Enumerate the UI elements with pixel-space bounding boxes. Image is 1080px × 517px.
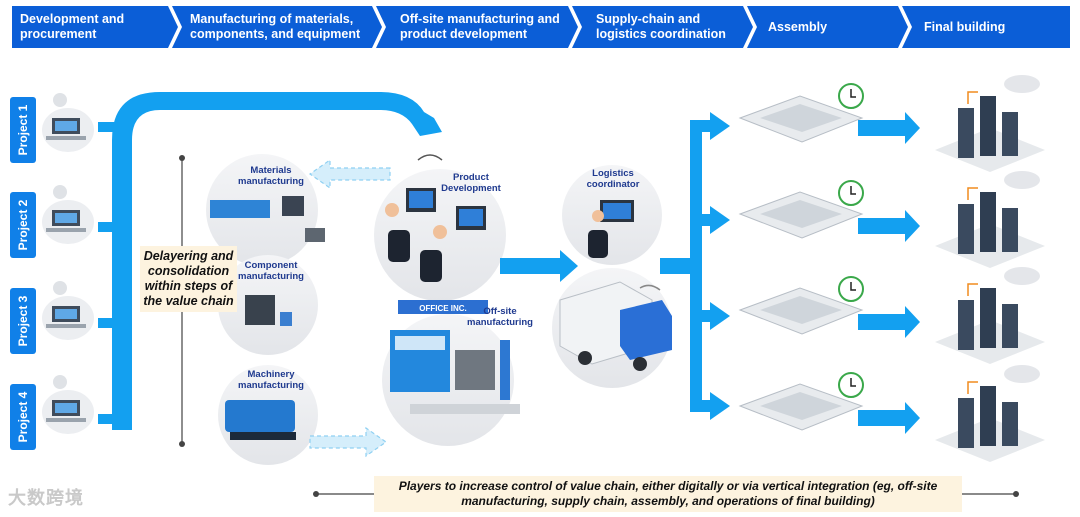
project-tab-2: Project 2 <box>10 192 36 258</box>
header-chevrons <box>12 6 1070 48</box>
value-chain-diagram: OFFICE INC. <box>42 75 1045 497</box>
header-step-5: Assembly <box>768 20 828 34</box>
header-chevron-4 <box>572 6 753 48</box>
assembly-sites <box>738 83 920 434</box>
delayering-callout: Delayering and consolidation within step… <box>140 246 237 312</box>
materials-label: Materials manufacturing <box>238 165 304 187</box>
watermark: 大数跨境 <box>8 488 84 508</box>
project-tab-4: Project 4 <box>10 384 36 450</box>
project-tab-3: Project 3 <box>10 288 36 354</box>
final-building-4 <box>935 365 1045 462</box>
header-step-6: Final building <box>924 20 1006 34</box>
delivery-truck <box>559 281 672 371</box>
machinery-label: Machinery manufacturing <box>238 369 304 391</box>
value-chain-header: Development and procurement Manufacturin… <box>0 0 1080 50</box>
project-label-2: Project 2 <box>16 199 30 251</box>
project-label-4: Project 4 <box>16 391 30 443</box>
product-dev-label: Product Development <box>441 172 501 194</box>
final-building-2 <box>935 171 1045 268</box>
dashed-arrow-lower <box>309 426 388 458</box>
component-label: Component manufacturing <box>238 260 304 282</box>
final-building-3 <box>935 267 1045 364</box>
project-label-1: Project 1 <box>16 104 30 156</box>
desk-illustration-1 <box>42 93 94 152</box>
header-chevron-2 <box>172 6 382 48</box>
convergence-arrow <box>98 92 442 430</box>
final-building-1 <box>935 75 1045 172</box>
assembly-site-4 <box>738 372 920 434</box>
header-step-1: Development and procurement <box>20 12 125 41</box>
header-step-2: Manufacturing of materials, components, … <box>190 12 361 41</box>
players-callout: Players to increase control of value cha… <box>374 476 962 512</box>
office-sign-text: OFFICE INC. <box>419 304 467 313</box>
header-chevron-6 <box>902 6 1070 48</box>
header-step-4: Supply-chain and logistics coordination <box>596 12 726 41</box>
offsite-label: Off-site manufacturing <box>467 306 533 328</box>
distribution-arrows <box>660 112 730 420</box>
project-desks <box>42 93 94 434</box>
dashed-arrow-upper <box>308 158 391 190</box>
desk-illustration-2 <box>42 185 94 244</box>
offsite-factory: OFFICE INC. <box>390 300 520 414</box>
product-dev-workers <box>385 154 486 282</box>
assembly-site-2 <box>738 180 920 242</box>
desk-illustration-4 <box>42 375 94 434</box>
header-chevron-3 <box>376 6 578 48</box>
assembly-site-3 <box>738 276 920 338</box>
logistics-label: Logistics coordinator <box>586 168 640 190</box>
final-buildings <box>935 75 1045 462</box>
header-chevron-1 <box>12 6 178 48</box>
assembly-site-1 <box>738 83 920 144</box>
header-chevron-5 <box>747 6 908 48</box>
project-tab-1: Project 1 <box>10 97 36 163</box>
manufacturing-machines <box>210 196 325 440</box>
project-label-3: Project 3 <box>16 295 30 347</box>
header-step-3: Off-site manufacturing and product devel… <box>400 12 560 41</box>
logistics-desk <box>588 200 634 258</box>
desk-illustration-3 <box>42 281 94 340</box>
center-arrow <box>500 250 578 282</box>
